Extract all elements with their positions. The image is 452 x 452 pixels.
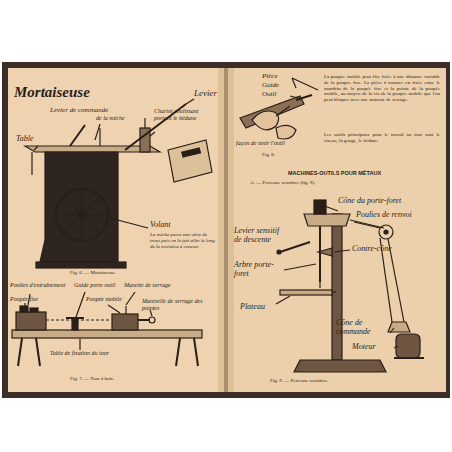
part-label: Poupée mobile	[86, 296, 126, 303]
part-label: Contre-cône	[352, 244, 412, 253]
left-page	[8, 68, 224, 392]
body-text: A. — Perceuse sensitive (fig. 9).	[250, 180, 380, 186]
part-label: Plateau	[240, 302, 284, 311]
part-label: Guide	[262, 81, 292, 89]
hand-tool-drawing	[240, 78, 318, 139]
body-text: La poupée mobile peut être fixée à une d…	[324, 74, 440, 103]
part-label: Poulies de renvoi	[356, 210, 436, 219]
part-label: Pièce	[262, 72, 292, 80]
figure-caption: Fig. 7. — Tour à bois.	[70, 376, 190, 382]
drill-press-drawing	[276, 200, 424, 372]
figure-caption: Fig. 8.	[262, 152, 302, 158]
part-label: Chariot coulissant portant le bédane	[154, 108, 212, 122]
part-label: Table de fixation du tour	[50, 350, 140, 357]
part-label: Table	[16, 134, 46, 143]
part-label: Poupée fixe	[10, 296, 50, 303]
part-label: de la mèche	[96, 115, 146, 122]
section-heading: MACHINES-OUTILS POUR MÉTAUX	[288, 170, 418, 176]
part-label: Levier de commande	[50, 106, 130, 114]
right-page	[228, 68, 446, 392]
part-label: Levier sensitif de descente	[234, 226, 282, 244]
part-label: Levier	[194, 88, 228, 98]
part-label: La mèche perce une série de trous puis o…	[150, 232, 216, 249]
gutter-shade	[218, 68, 234, 392]
figure-caption: Fig. 6. — Mortaiseuse.	[70, 270, 190, 276]
part-label: Poulies d'entraînement	[10, 282, 72, 289]
part-label: Arbre porte-foret	[234, 260, 284, 278]
part-label: Cône du porte-foret	[338, 196, 438, 205]
part-label: Cône de commande	[336, 318, 396, 336]
book-cover	[2, 62, 450, 398]
part-label: Guide porte outil	[74, 282, 122, 289]
figure-caption: Fig. 9. — Perceuse sensitive.	[270, 378, 410, 384]
part-label: Manivelle de serrage des pointes	[142, 298, 214, 312]
part-label: Volant	[150, 220, 190, 229]
part-label: façon de tenir l'outil	[236, 140, 316, 147]
part-label: Mortaiseuse	[14, 84, 114, 101]
body-text: Les outils principaux pour le travail au…	[324, 132, 440, 144]
part-label: Outil	[262, 90, 292, 98]
part-label: Moteur	[352, 342, 392, 351]
part-label: Manette de serrage	[124, 282, 180, 289]
